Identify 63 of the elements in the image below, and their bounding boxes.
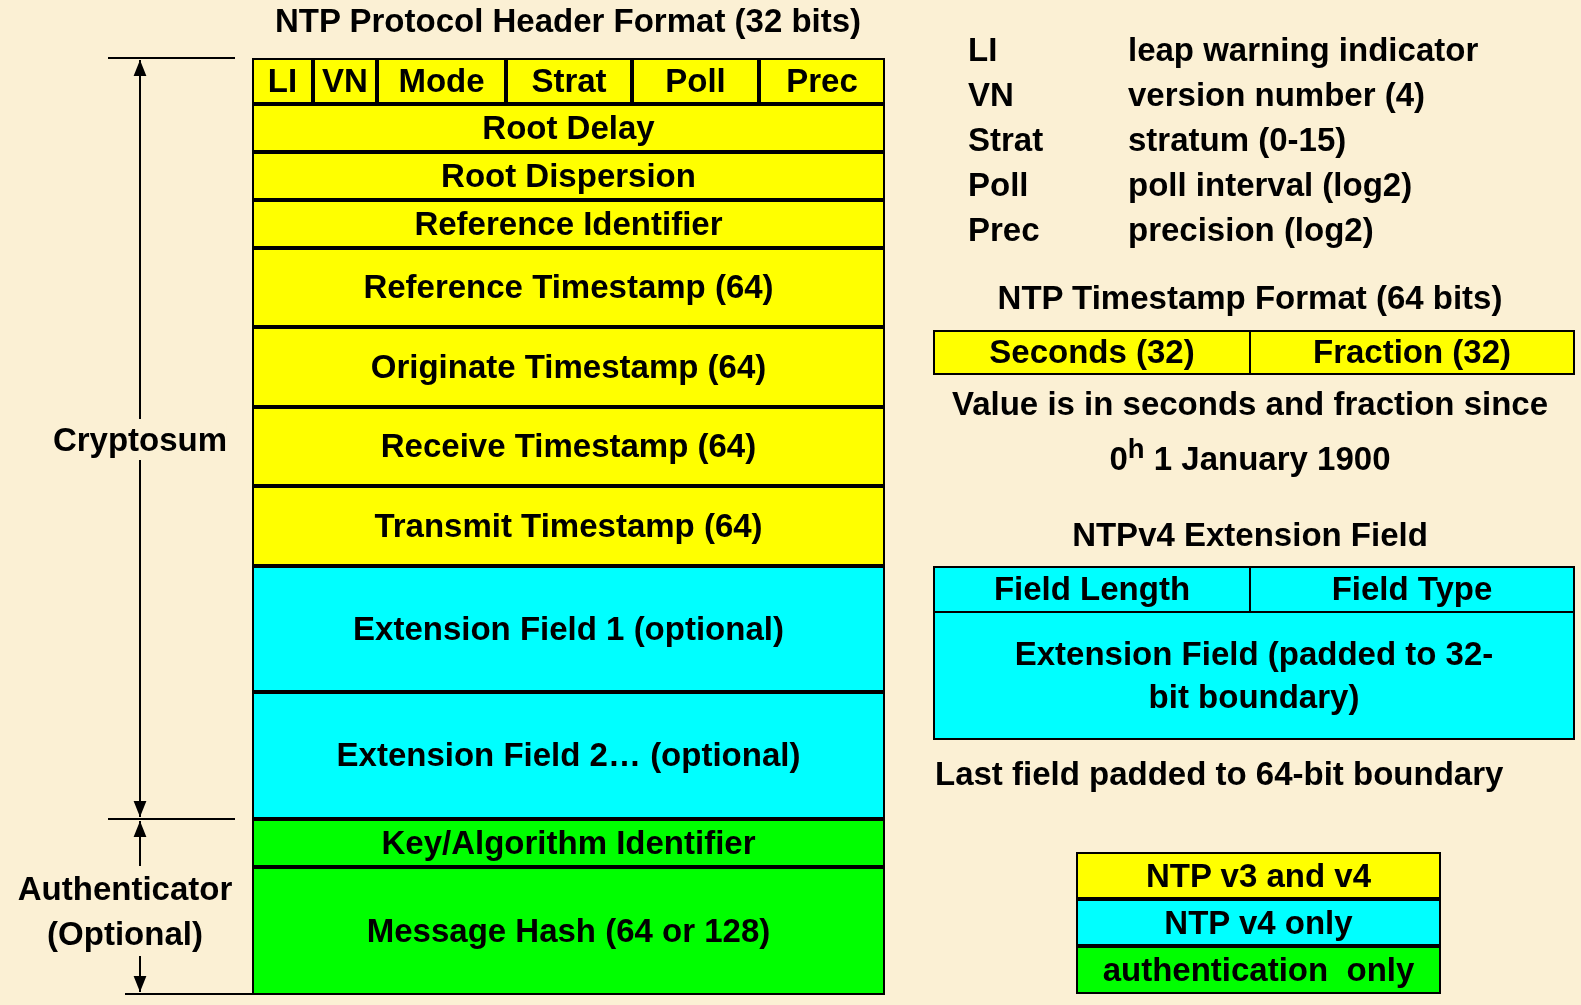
field-name: Root Dispersion bbox=[441, 155, 696, 196]
abbreviation: LI bbox=[968, 33, 998, 66]
field-box bbox=[252, 58, 313, 104]
legend-label: NTP v4 only bbox=[1164, 903, 1353, 942]
field-box bbox=[252, 692, 885, 819]
field-box bbox=[252, 248, 885, 327]
field-box bbox=[759, 58, 885, 104]
field-box bbox=[252, 867, 885, 995]
field-box bbox=[933, 566, 1251, 613]
field-name: Key/Algorithm Identifier bbox=[381, 822, 756, 863]
diagram-title: NTP Protocol Header Format (32 bits) bbox=[274, 4, 862, 37]
field-box bbox=[252, 566, 885, 692]
field-name: Fraction (32) bbox=[1312, 332, 1511, 373]
abbreviation: VN bbox=[968, 78, 1014, 111]
legend-label: authentication only bbox=[1102, 951, 1415, 989]
field-box bbox=[377, 58, 506, 104]
definition: leap warning indicator bbox=[1128, 33, 1479, 66]
abbreviation: Prec bbox=[968, 213, 1040, 246]
field-name: Poll bbox=[665, 60, 726, 101]
legend-label: NTP v3 and v4 bbox=[1146, 856, 1371, 895]
field-box bbox=[506, 58, 632, 104]
field-name: Message Hash (64 or 128) bbox=[366, 910, 771, 951]
field-box bbox=[252, 407, 885, 486]
field-name: Reference Identifier bbox=[414, 203, 723, 244]
note: Value is in seconds and fraction since 0$^{h}$ 1 January 1900 bbox=[951, 384, 1549, 479]
field-box bbox=[632, 58, 759, 104]
field-name: VN bbox=[322, 60, 368, 101]
note: Last field padded to 64-bit boundary bbox=[935, 757, 1504, 790]
field-box bbox=[252, 152, 885, 200]
definition: precision (log2) bbox=[1128, 213, 1374, 246]
field-name: Extension Field 1 (optional) bbox=[353, 608, 784, 649]
field-box bbox=[252, 486, 885, 566]
field-name: Reference Timestamp (64) bbox=[363, 267, 774, 308]
field-name: Receive Timestamp (64) bbox=[380, 426, 757, 467]
field-name: Seconds (32) bbox=[989, 332, 1195, 373]
abbreviation: Strat bbox=[968, 123, 1044, 156]
field-name: Prec bbox=[786, 60, 858, 101]
field-name: Extension Field (padded to 32-bit boundary) bbox=[1013, 633, 1495, 717]
field-box bbox=[1249, 330, 1575, 375]
field-box bbox=[252, 819, 885, 867]
field-box bbox=[252, 200, 885, 248]
field-name: Root Delay bbox=[482, 107, 655, 148]
field-box bbox=[933, 330, 1251, 375]
field-name: Field Length bbox=[993, 569, 1191, 610]
field-name: Mode bbox=[398, 60, 485, 101]
field-name: Transmit Timestamp (64) bbox=[374, 505, 763, 546]
field-name: Extension Field 2… (optional) bbox=[336, 735, 801, 776]
section-heading: NTP Timestamp Format (64 bits) bbox=[997, 281, 1503, 314]
field-name: Originate Timestamp (64) bbox=[370, 346, 767, 387]
field-name: Strat bbox=[531, 60, 607, 101]
bracket-label: Cryptosum bbox=[52, 419, 228, 460]
field-name: LI bbox=[267, 60, 298, 101]
field-box bbox=[313, 58, 377, 104]
definition: stratum (0-15) bbox=[1128, 123, 1347, 156]
definition: poll interval (log2) bbox=[1128, 168, 1413, 201]
field-box bbox=[252, 104, 885, 152]
section-heading: NTPv4 Extension Field bbox=[1072, 518, 1428, 551]
definition: version number (4) bbox=[1128, 78, 1426, 111]
field-box bbox=[252, 327, 885, 407]
abbreviation: Poll bbox=[968, 168, 1029, 201]
field-box bbox=[1249, 566, 1575, 613]
field-box bbox=[933, 611, 1575, 740]
field-name: Field Type bbox=[1331, 569, 1493, 610]
